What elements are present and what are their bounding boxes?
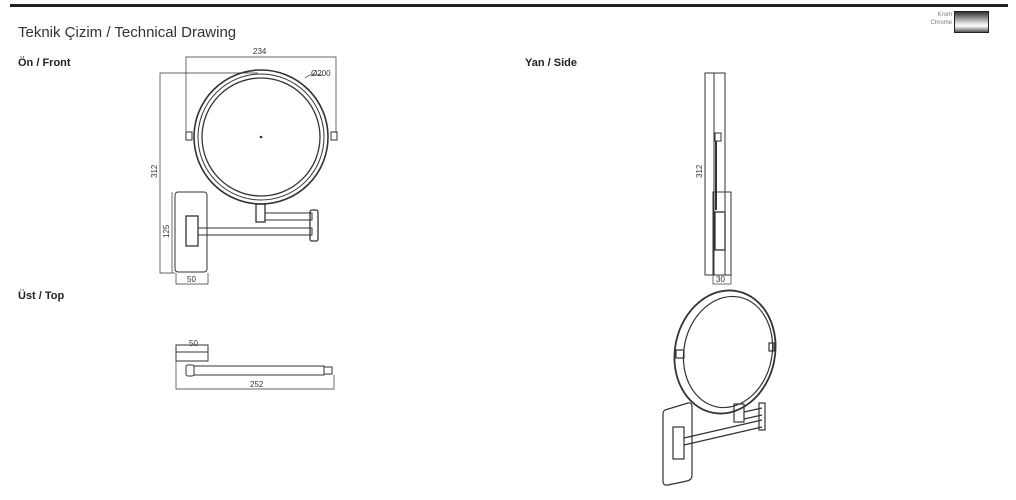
front-label: Ön / Front bbox=[18, 57, 71, 69]
top-dim-252: 252 bbox=[250, 380, 264, 389]
side-dim-30: 30 bbox=[716, 275, 725, 284]
side-view: 312 30 bbox=[695, 72, 732, 285]
dim-234: 234 bbox=[253, 47, 267, 56]
front-view: 234 Ø200 312 125 50 bbox=[150, 47, 338, 285]
perspective-view bbox=[662, 289, 777, 486]
finish-tr: Krom bbox=[937, 12, 952, 18]
header-rule bbox=[10, 4, 1008, 7]
dim-125: 125 bbox=[162, 224, 171, 238]
dim-50: 50 bbox=[187, 275, 196, 284]
side-label: Yan / Side bbox=[525, 57, 577, 69]
dim-diameter: Ø200 bbox=[311, 69, 331, 78]
chrome-swatch bbox=[954, 11, 989, 33]
top-label: Üst / Top bbox=[18, 290, 65, 302]
top-view: 50 252 bbox=[175, 339, 335, 390]
dim-312: 312 bbox=[150, 164, 159, 178]
finish-en: Chrome bbox=[930, 20, 952, 26]
side-dim-312: 312 bbox=[695, 164, 704, 178]
top-dim-50: 50 bbox=[189, 339, 198, 348]
page-title: Teknik Çizim / Technical Drawing bbox=[18, 24, 237, 41]
